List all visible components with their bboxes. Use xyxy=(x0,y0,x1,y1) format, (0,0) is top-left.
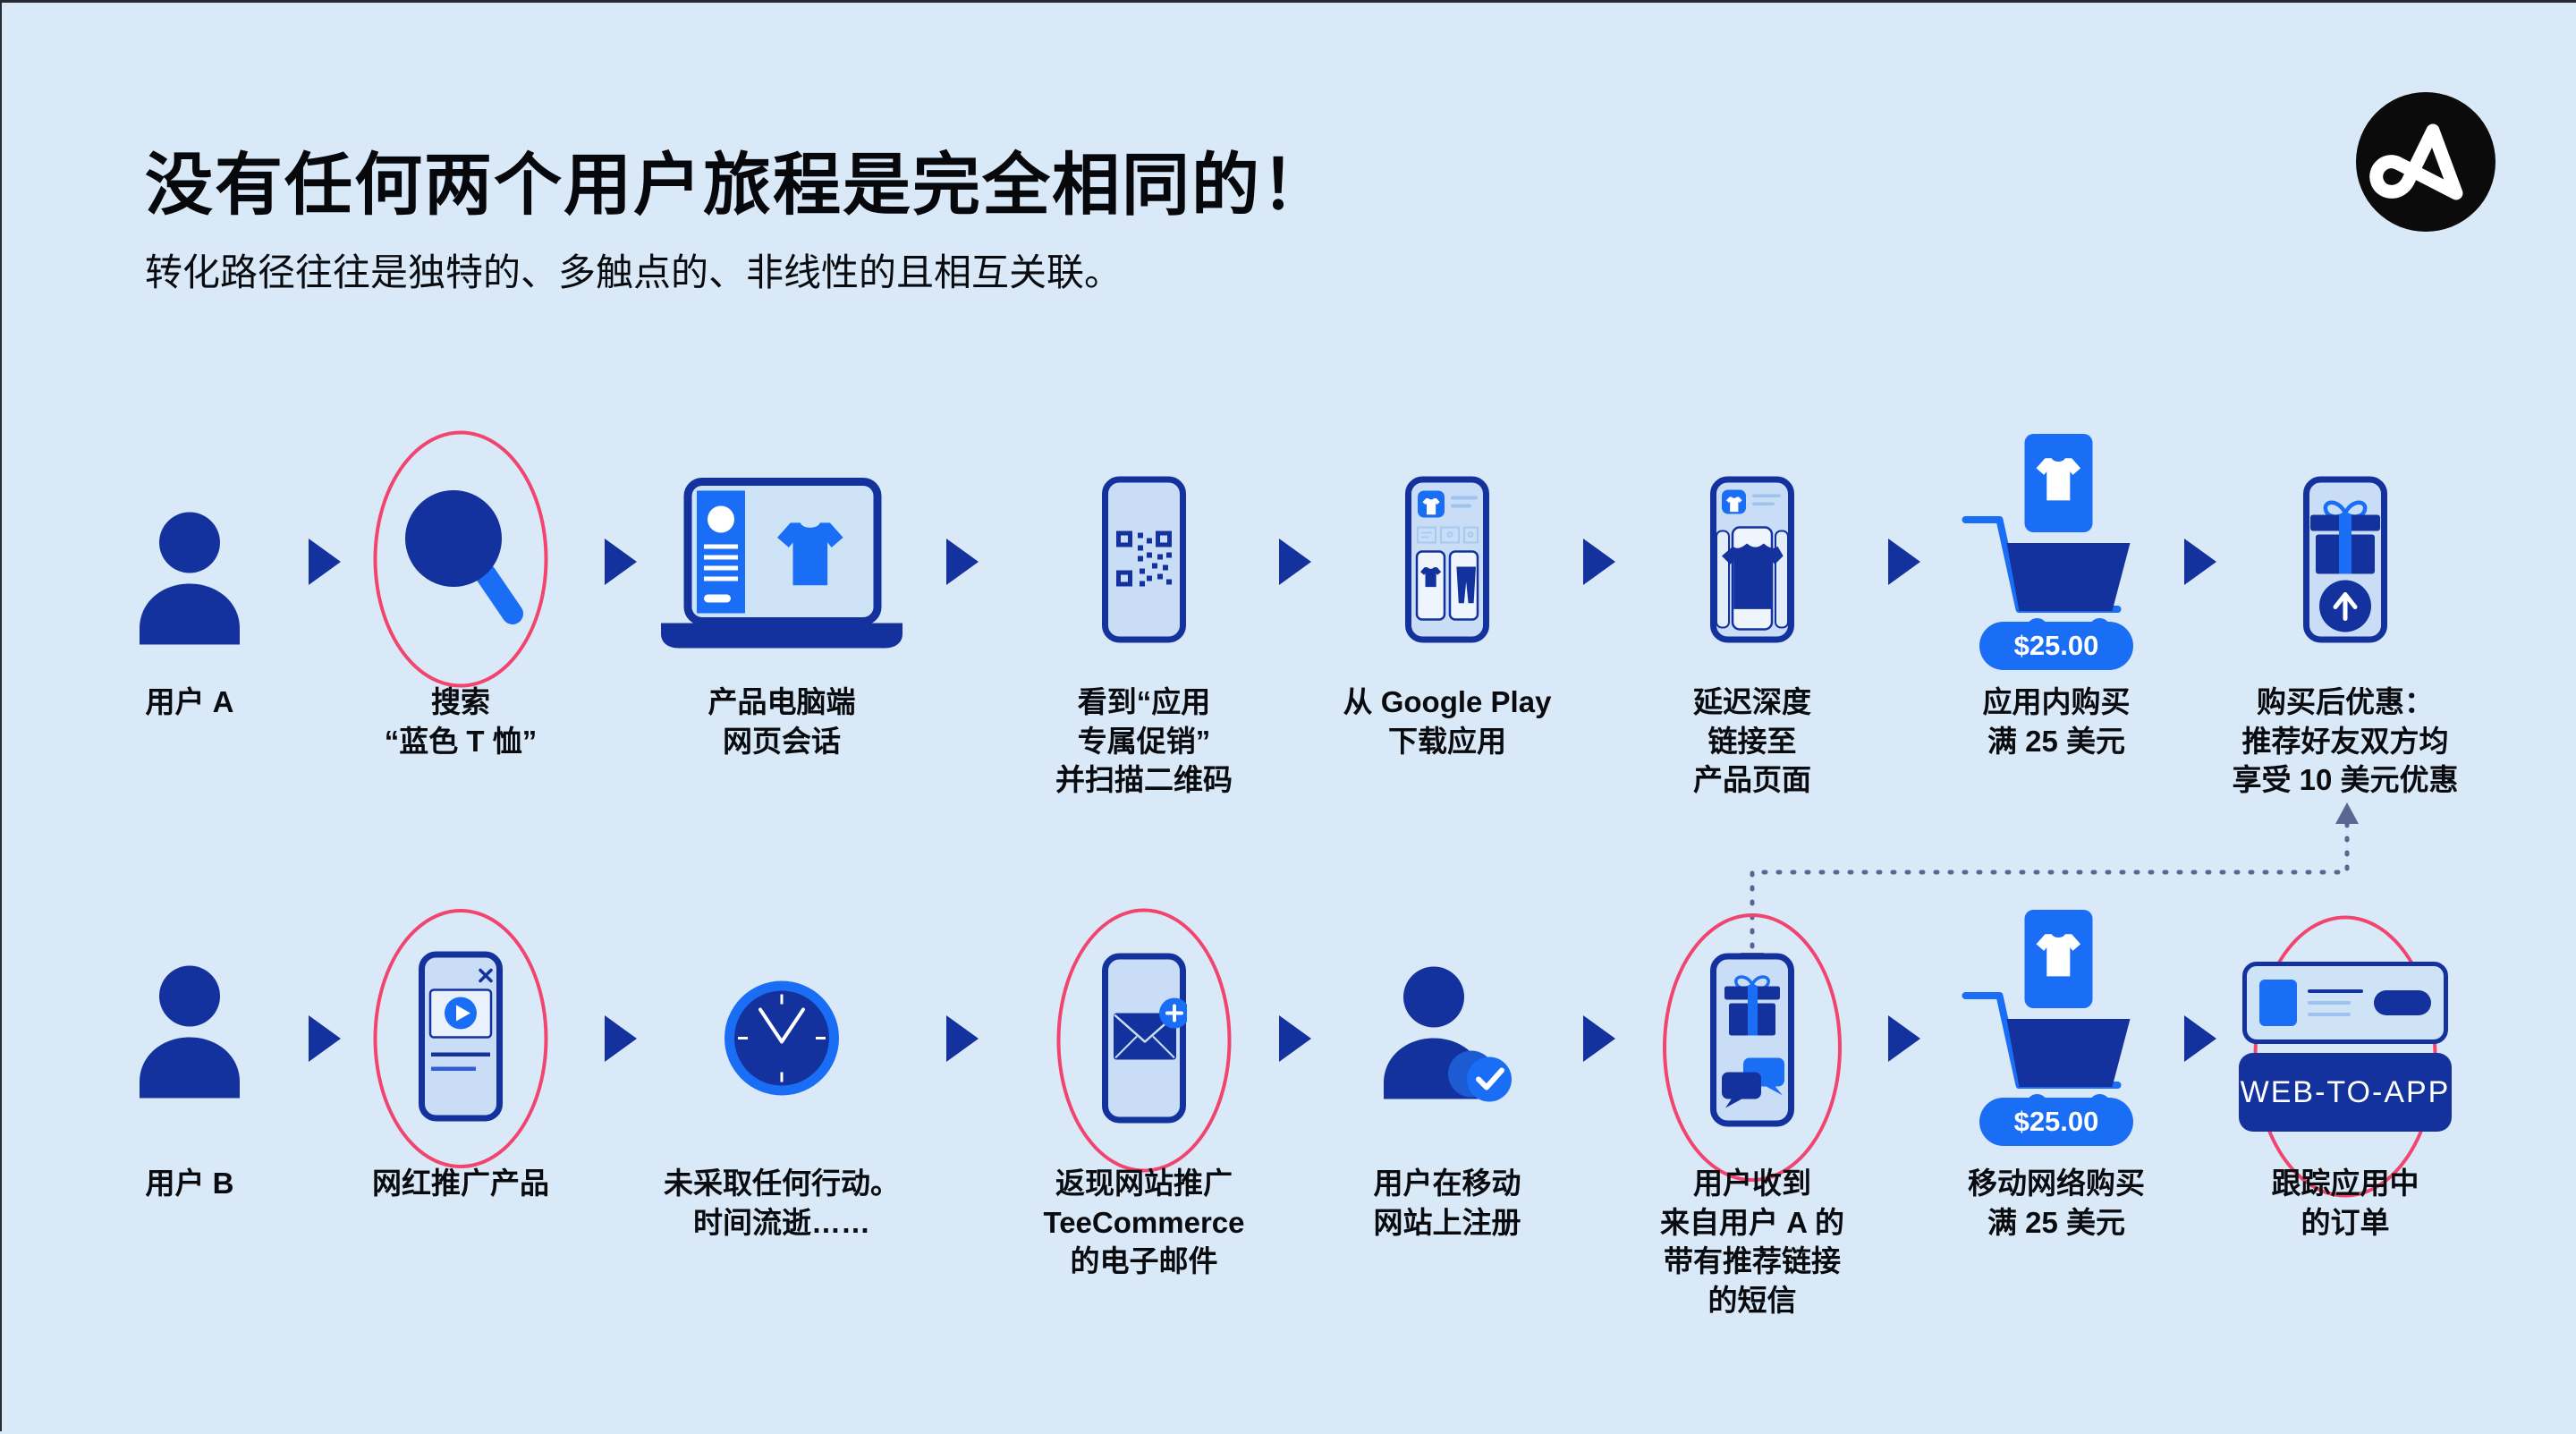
email-phone-icon xyxy=(1101,953,1190,1129)
shopping-cart-icon xyxy=(1961,434,2153,649)
arrow-right-icon xyxy=(309,539,341,585)
video-ad-phone-icon xyxy=(418,951,504,1127)
step-label: 应用内购买 满 25 美元 xyxy=(1982,685,2131,758)
highlight-ring-email xyxy=(1056,908,1232,1173)
arrow-right-icon xyxy=(605,1015,637,1062)
price-badge: $25.00 xyxy=(1979,1098,2133,1146)
person-check-icon xyxy=(1371,965,1523,1113)
web-to-app-banner: WEB-TO-APP xyxy=(2239,1053,2452,1132)
step-label: 跟踪应用中 的订单 xyxy=(2271,1167,2419,1239)
person-icon xyxy=(127,511,252,649)
person-icon xyxy=(127,964,252,1103)
card-thumbnail xyxy=(2259,980,2297,1026)
step-label: 看到“应用 专属促销” 并扫描二维码 xyxy=(1055,685,1233,797)
step-label: 产品电脑端 网页会话 xyxy=(708,685,856,758)
magnifier-icon xyxy=(393,483,529,635)
step-label: 用户 A xyxy=(145,685,234,718)
arrow-right-icon xyxy=(2184,539,2216,585)
highlight-ring-sms xyxy=(1663,913,1842,1182)
arrow-right-icon xyxy=(1888,1015,1920,1062)
gift-sms-phone-icon xyxy=(1709,953,1795,1133)
gift-share-phone-icon xyxy=(2302,476,2388,649)
page-title: 没有任何两个用户旅程是完全相同的！ xyxy=(145,148,1331,224)
highlight-ring-search xyxy=(373,430,548,688)
step-label: 搜索 “蓝色 T 恤” xyxy=(384,685,538,758)
price-badge: $25.00 xyxy=(1979,622,2133,670)
page-subtitle: 转化路径往往是独特的、多触点的、非线性的且相互关联。 xyxy=(145,251,1123,293)
arrow-right-icon xyxy=(605,539,637,585)
arrow-up-icon xyxy=(2335,802,2359,824)
step-label: 从 Google Play 下载应用 xyxy=(1343,685,1552,758)
step-label: 用户 B xyxy=(145,1167,234,1200)
highlight-ring-influencer xyxy=(373,909,548,1168)
arrow-right-icon xyxy=(309,1015,341,1062)
step-label: 未采取任何行动。 时间流逝…… xyxy=(664,1167,900,1239)
arrow-right-icon xyxy=(946,1015,979,1062)
app-store-phone-icon xyxy=(1404,476,1490,649)
arrow-right-icon xyxy=(1279,1015,1311,1062)
web-to-app-card-icon xyxy=(2242,962,2448,1044)
step-label: 移动网络购买 满 25 美元 xyxy=(1968,1167,2145,1239)
product-page-phone-icon xyxy=(1709,476,1795,649)
arrow-right-icon xyxy=(1279,539,1311,585)
step-label: 延迟深度 链接至 产品页面 xyxy=(1693,685,1811,797)
step-label: 返现网站推广 TeeCommerce 的电子邮件 xyxy=(1043,1167,1245,1278)
arrow-right-icon xyxy=(1888,539,1920,585)
appsflyer-logo-icon xyxy=(2356,92,2496,236)
clock-icon xyxy=(719,976,844,1106)
step-label: 网红推广产品 xyxy=(372,1167,549,1200)
arrow-right-icon xyxy=(2184,1015,2216,1062)
card-text-lines xyxy=(2308,989,2363,1016)
arrow-right-icon xyxy=(946,539,979,585)
card-button xyxy=(2374,990,2431,1015)
arrow-right-icon xyxy=(1583,1015,1615,1062)
arrow-right-icon xyxy=(1583,539,1615,585)
step-label: 用户在移动 网站上注册 xyxy=(1373,1167,1521,1239)
step-label: 购买后优惠： 推荐好友双方均 享受 10 美元优惠 xyxy=(2232,685,2459,797)
shopping-cart-icon xyxy=(1961,910,2153,1124)
laptop-icon xyxy=(661,477,902,653)
qr-code-phone-icon xyxy=(1101,476,1187,649)
step-label: 用户收到 来自用户 A 的 带有推荐链接 的短信 xyxy=(1660,1167,1844,1317)
